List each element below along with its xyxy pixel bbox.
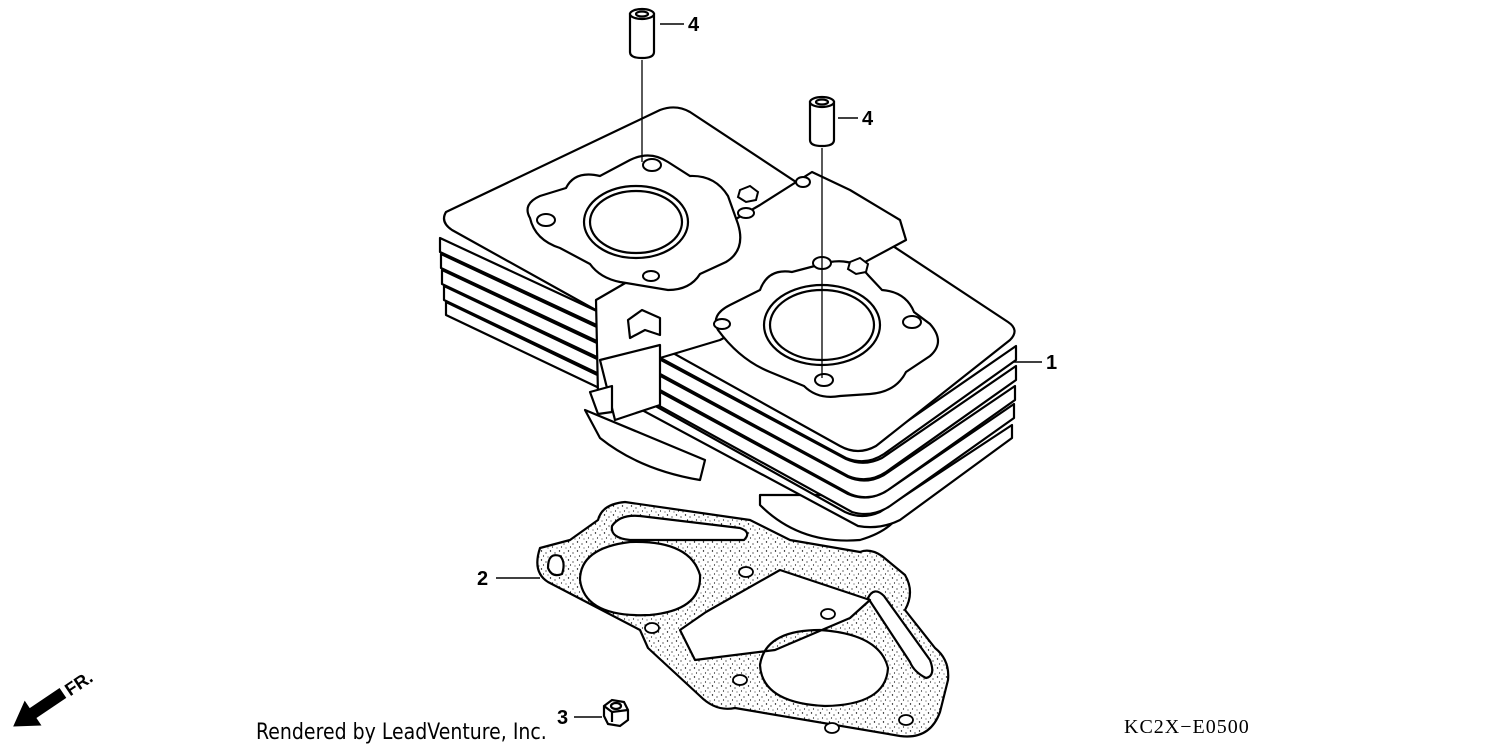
stud-hole <box>642 270 660 282</box>
dowel-pin-left[interactable] <box>628 7 656 60</box>
callout-label-cylinder: 1 <box>1046 352 1057 374</box>
stud-hole <box>536 213 556 227</box>
callout-label-gasket: 2 <box>477 568 488 590</box>
cooling-fin <box>444 300 1014 529</box>
gasket-body <box>536 500 950 738</box>
callout-label-dowel-right: 4 <box>862 108 874 130</box>
stud-holes <box>536 158 922 387</box>
cylinder-gasket[interactable] <box>536 500 950 738</box>
diagram-code: KC2X−E0500 <box>1124 716 1250 738</box>
stud-hole <box>737 207 755 219</box>
stud-hole <box>642 158 662 172</box>
callout-label-dowel-left: 4 <box>688 14 700 36</box>
gasket-bolt-holes <box>644 566 914 734</box>
stud-hole <box>713 318 731 330</box>
dowel-pin-right[interactable] <box>808 95 836 148</box>
callout-label-nut: 3 <box>557 707 568 729</box>
svg-text:FR.: FR. <box>61 667 96 700</box>
hex-bolt-hole <box>736 184 760 204</box>
front-direction-arrow-icon: FR. <box>13 667 96 727</box>
callout-leaders <box>496 23 1042 718</box>
render-credit: Rendered by LeadVenture, Inc. <box>256 720 547 745</box>
cam-chain-notch <box>588 384 614 416</box>
stud-hole <box>902 315 922 329</box>
hex-bolt-hole <box>846 256 870 276</box>
stud-hole <box>814 373 834 387</box>
stud-hole <box>795 176 811 188</box>
alignment-lines <box>641 60 823 378</box>
cylinder-bore-left-inner <box>588 189 684 255</box>
hex-nut[interactable] <box>602 698 630 728</box>
cam-chain-notch <box>626 308 662 340</box>
cylinder-sleeve <box>583 408 707 482</box>
